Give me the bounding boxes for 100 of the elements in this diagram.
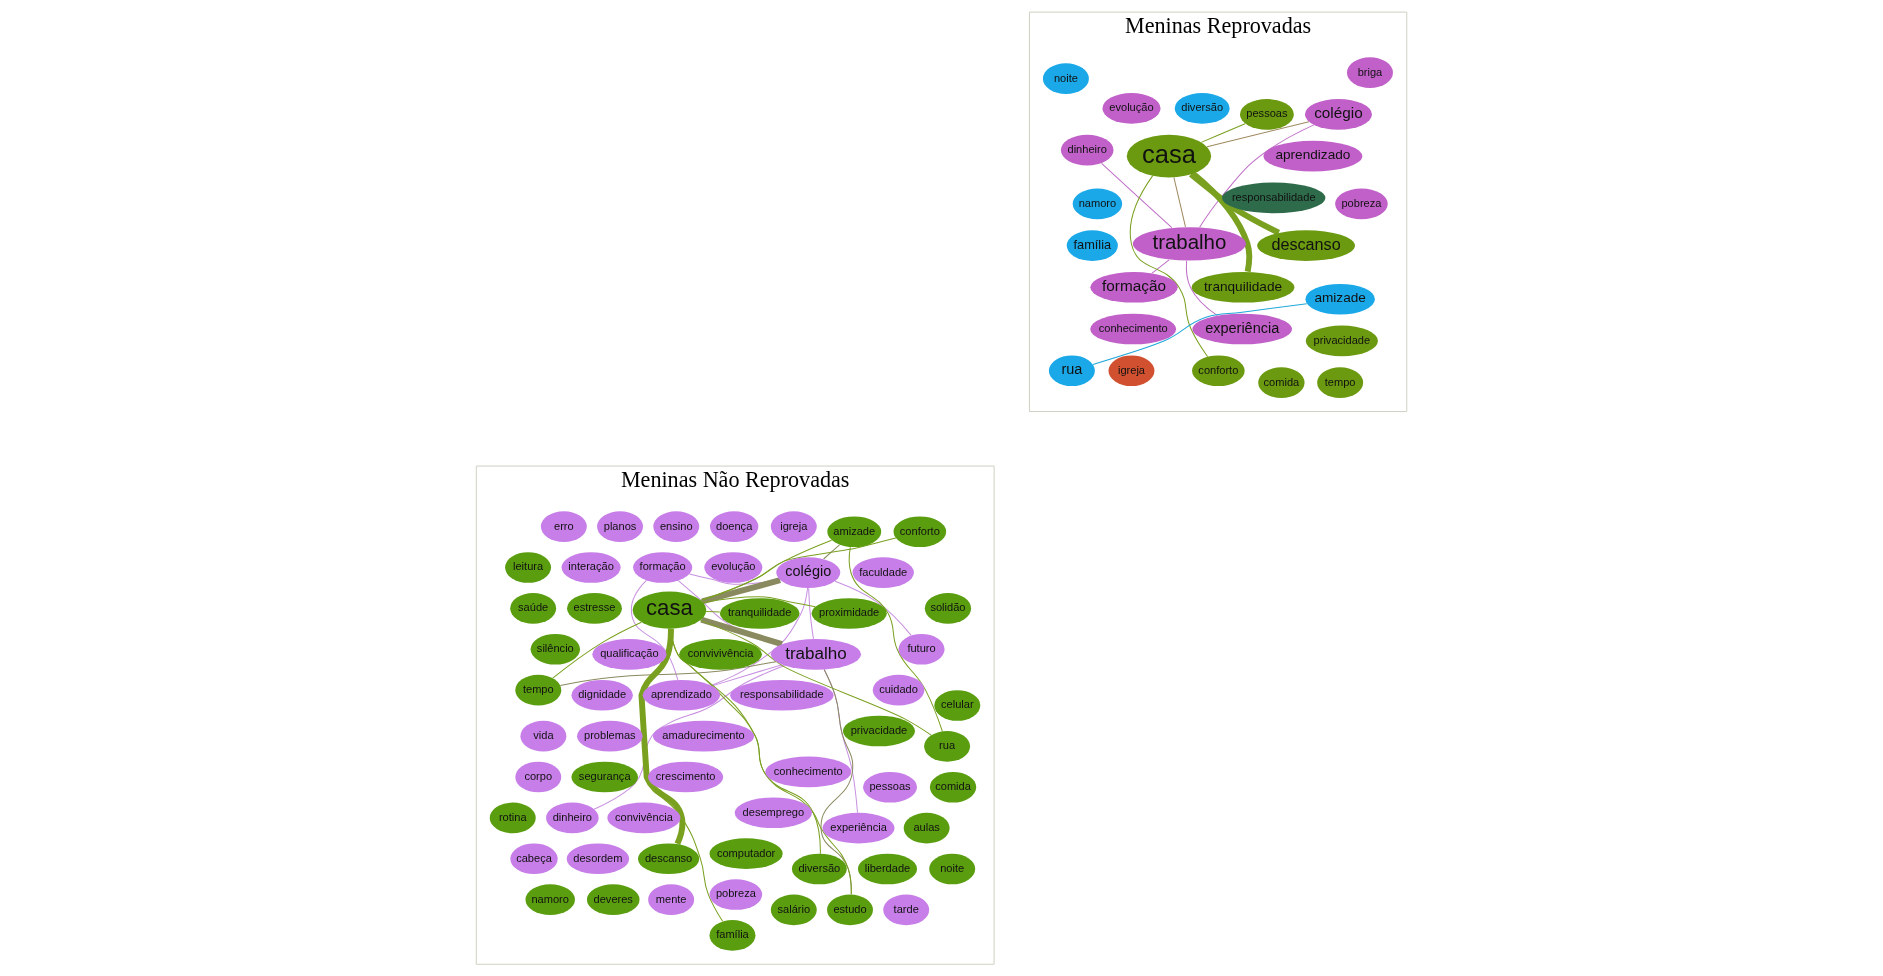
node-ellipse: corpo bbox=[515, 761, 562, 792]
connector bbox=[1206, 120, 1310, 147]
node-ellipse: erro bbox=[540, 510, 587, 542]
node-ellipse: namoro bbox=[525, 883, 575, 915]
connector bbox=[700, 539, 833, 601]
connector bbox=[1151, 258, 1170, 274]
connector bbox=[1199, 123, 1315, 228]
node-ellipse: tarde bbox=[883, 894, 930, 925]
connector bbox=[559, 660, 777, 686]
connector bbox=[702, 595, 816, 607]
node-ellipse: convivivência bbox=[679, 638, 762, 670]
node-ellipse: deveres bbox=[586, 883, 640, 915]
connector bbox=[700, 537, 897, 601]
connector bbox=[1129, 174, 1209, 357]
node-ellipse: evolução bbox=[1102, 92, 1161, 124]
node-ellipse: namoro bbox=[1072, 188, 1123, 219]
node-ellipse: família bbox=[1066, 229, 1118, 261]
node-ellipse: privacidade bbox=[842, 715, 915, 746]
node-ellipse: dinheiro bbox=[1060, 134, 1114, 165]
node-ellipse: comida bbox=[1258, 366, 1305, 398]
connector bbox=[1200, 122, 1246, 143]
connector bbox=[1189, 171, 1281, 235]
node-ellipse: computador bbox=[709, 837, 783, 869]
node-ellipse: aprendizado bbox=[642, 679, 721, 711]
node-ellipse: amadurecimento bbox=[653, 720, 755, 751]
node-ellipse: vida bbox=[520, 720, 567, 751]
node-ellipse: convivência bbox=[607, 802, 681, 833]
node-ellipse: trabalho bbox=[770, 638, 862, 670]
node-ellipse: problemas bbox=[577, 720, 643, 751]
node-ellipse: rua bbox=[1048, 354, 1095, 386]
node-ellipse: formação bbox=[1090, 271, 1178, 303]
node-ellipse: noite bbox=[929, 853, 976, 884]
node-ellipse: futuro bbox=[898, 633, 945, 665]
connector bbox=[630, 579, 679, 680]
node-ellipse: qualificação bbox=[592, 638, 667, 670]
node-ellipse: cabeça bbox=[510, 842, 558, 874]
connector bbox=[808, 587, 814, 639]
node-ellipse: igreja bbox=[770, 510, 817, 542]
node-ellipse: estresse bbox=[567, 592, 622, 624]
node-ellipse: conforto bbox=[1192, 354, 1245, 386]
node-ellipse: descanso bbox=[638, 842, 700, 874]
node-ellipse: pobreza bbox=[1335, 188, 1388, 219]
node-ellipse: formação bbox=[633, 551, 693, 583]
node-ellipse: conhecimento bbox=[765, 756, 852, 787]
node-ellipse: saúde bbox=[510, 592, 557, 624]
node-ellipse: segurança bbox=[571, 761, 639, 792]
node-ellipse: proximidade bbox=[811, 597, 887, 629]
connector bbox=[700, 616, 783, 647]
node-ellipse: solidão bbox=[924, 592, 972, 624]
node-ellipse: desemprego bbox=[734, 796, 813, 828]
node-ellipse: privacidade bbox=[1305, 325, 1378, 356]
connector bbox=[699, 619, 932, 736]
node-ellipse: desordem bbox=[566, 842, 630, 874]
node-ellipse: briga bbox=[1346, 56, 1393, 88]
connector bbox=[552, 621, 642, 679]
node-ellipse: casa bbox=[632, 591, 707, 629]
node-ellipse: diversão bbox=[1174, 92, 1230, 124]
node-ellipse: dignidade bbox=[571, 679, 633, 711]
node-ellipse: cuidado bbox=[872, 674, 925, 705]
node-ellipse: aprendizado bbox=[1263, 140, 1363, 171]
node-ellipse: tempo bbox=[1317, 366, 1364, 398]
node-ellipse: família bbox=[709, 919, 756, 951]
node-ellipse: liberdade bbox=[857, 853, 918, 884]
connector bbox=[638, 628, 686, 845]
connector bbox=[710, 587, 809, 686]
node-ellipse: faculdade bbox=[852, 556, 914, 588]
node-ellipse: aulas bbox=[903, 812, 950, 843]
connector bbox=[834, 580, 912, 636]
node-ellipse: interação bbox=[561, 551, 621, 583]
node-ellipse: crescimento bbox=[648, 761, 724, 792]
node-ellipse: pobreza bbox=[709, 878, 763, 910]
node-ellipse: doença bbox=[709, 510, 759, 542]
node-ellipse: diversão bbox=[791, 853, 847, 884]
node-ellipse: trabalho bbox=[1132, 226, 1246, 261]
connector bbox=[705, 610, 721, 612]
node-ellipse: colégio bbox=[1304, 98, 1372, 130]
node-ellipse: pessoas bbox=[1239, 98, 1294, 130]
node-ellipse: conforto bbox=[893, 515, 947, 547]
connector bbox=[823, 543, 840, 559]
connector bbox=[1185, 259, 1218, 316]
node-ellipse: responsabilidade bbox=[730, 679, 834, 711]
node-ellipse: colégio bbox=[776, 556, 841, 588]
node-ellipse: dinheiro bbox=[546, 802, 599, 833]
connector bbox=[1173, 176, 1186, 227]
node-ellipse: tranquilidade bbox=[1191, 271, 1295, 303]
node-ellipse: amizade bbox=[1305, 283, 1375, 315]
node-ellipse: experiência bbox=[1192, 313, 1292, 344]
node-ellipse: planos bbox=[597, 510, 644, 542]
node-ellipse: tranquilidade bbox=[719, 597, 800, 629]
node-ellipse: conhecimento bbox=[1090, 313, 1177, 344]
node-ellipse: tempo bbox=[515, 674, 562, 705]
node-ellipse: celular bbox=[934, 689, 981, 721]
node-ellipse: leitura bbox=[505, 551, 552, 583]
node-ellipse: experiência bbox=[822, 812, 895, 843]
node-ellipse: silêncio bbox=[530, 633, 581, 665]
connector bbox=[711, 663, 783, 686]
node-ellipse: responsabilidade bbox=[1222, 182, 1326, 213]
node-ellipse: evolução bbox=[704, 551, 763, 583]
node-ellipse: ensino bbox=[653, 510, 700, 542]
node-ellipse: igreja bbox=[1108, 354, 1155, 386]
